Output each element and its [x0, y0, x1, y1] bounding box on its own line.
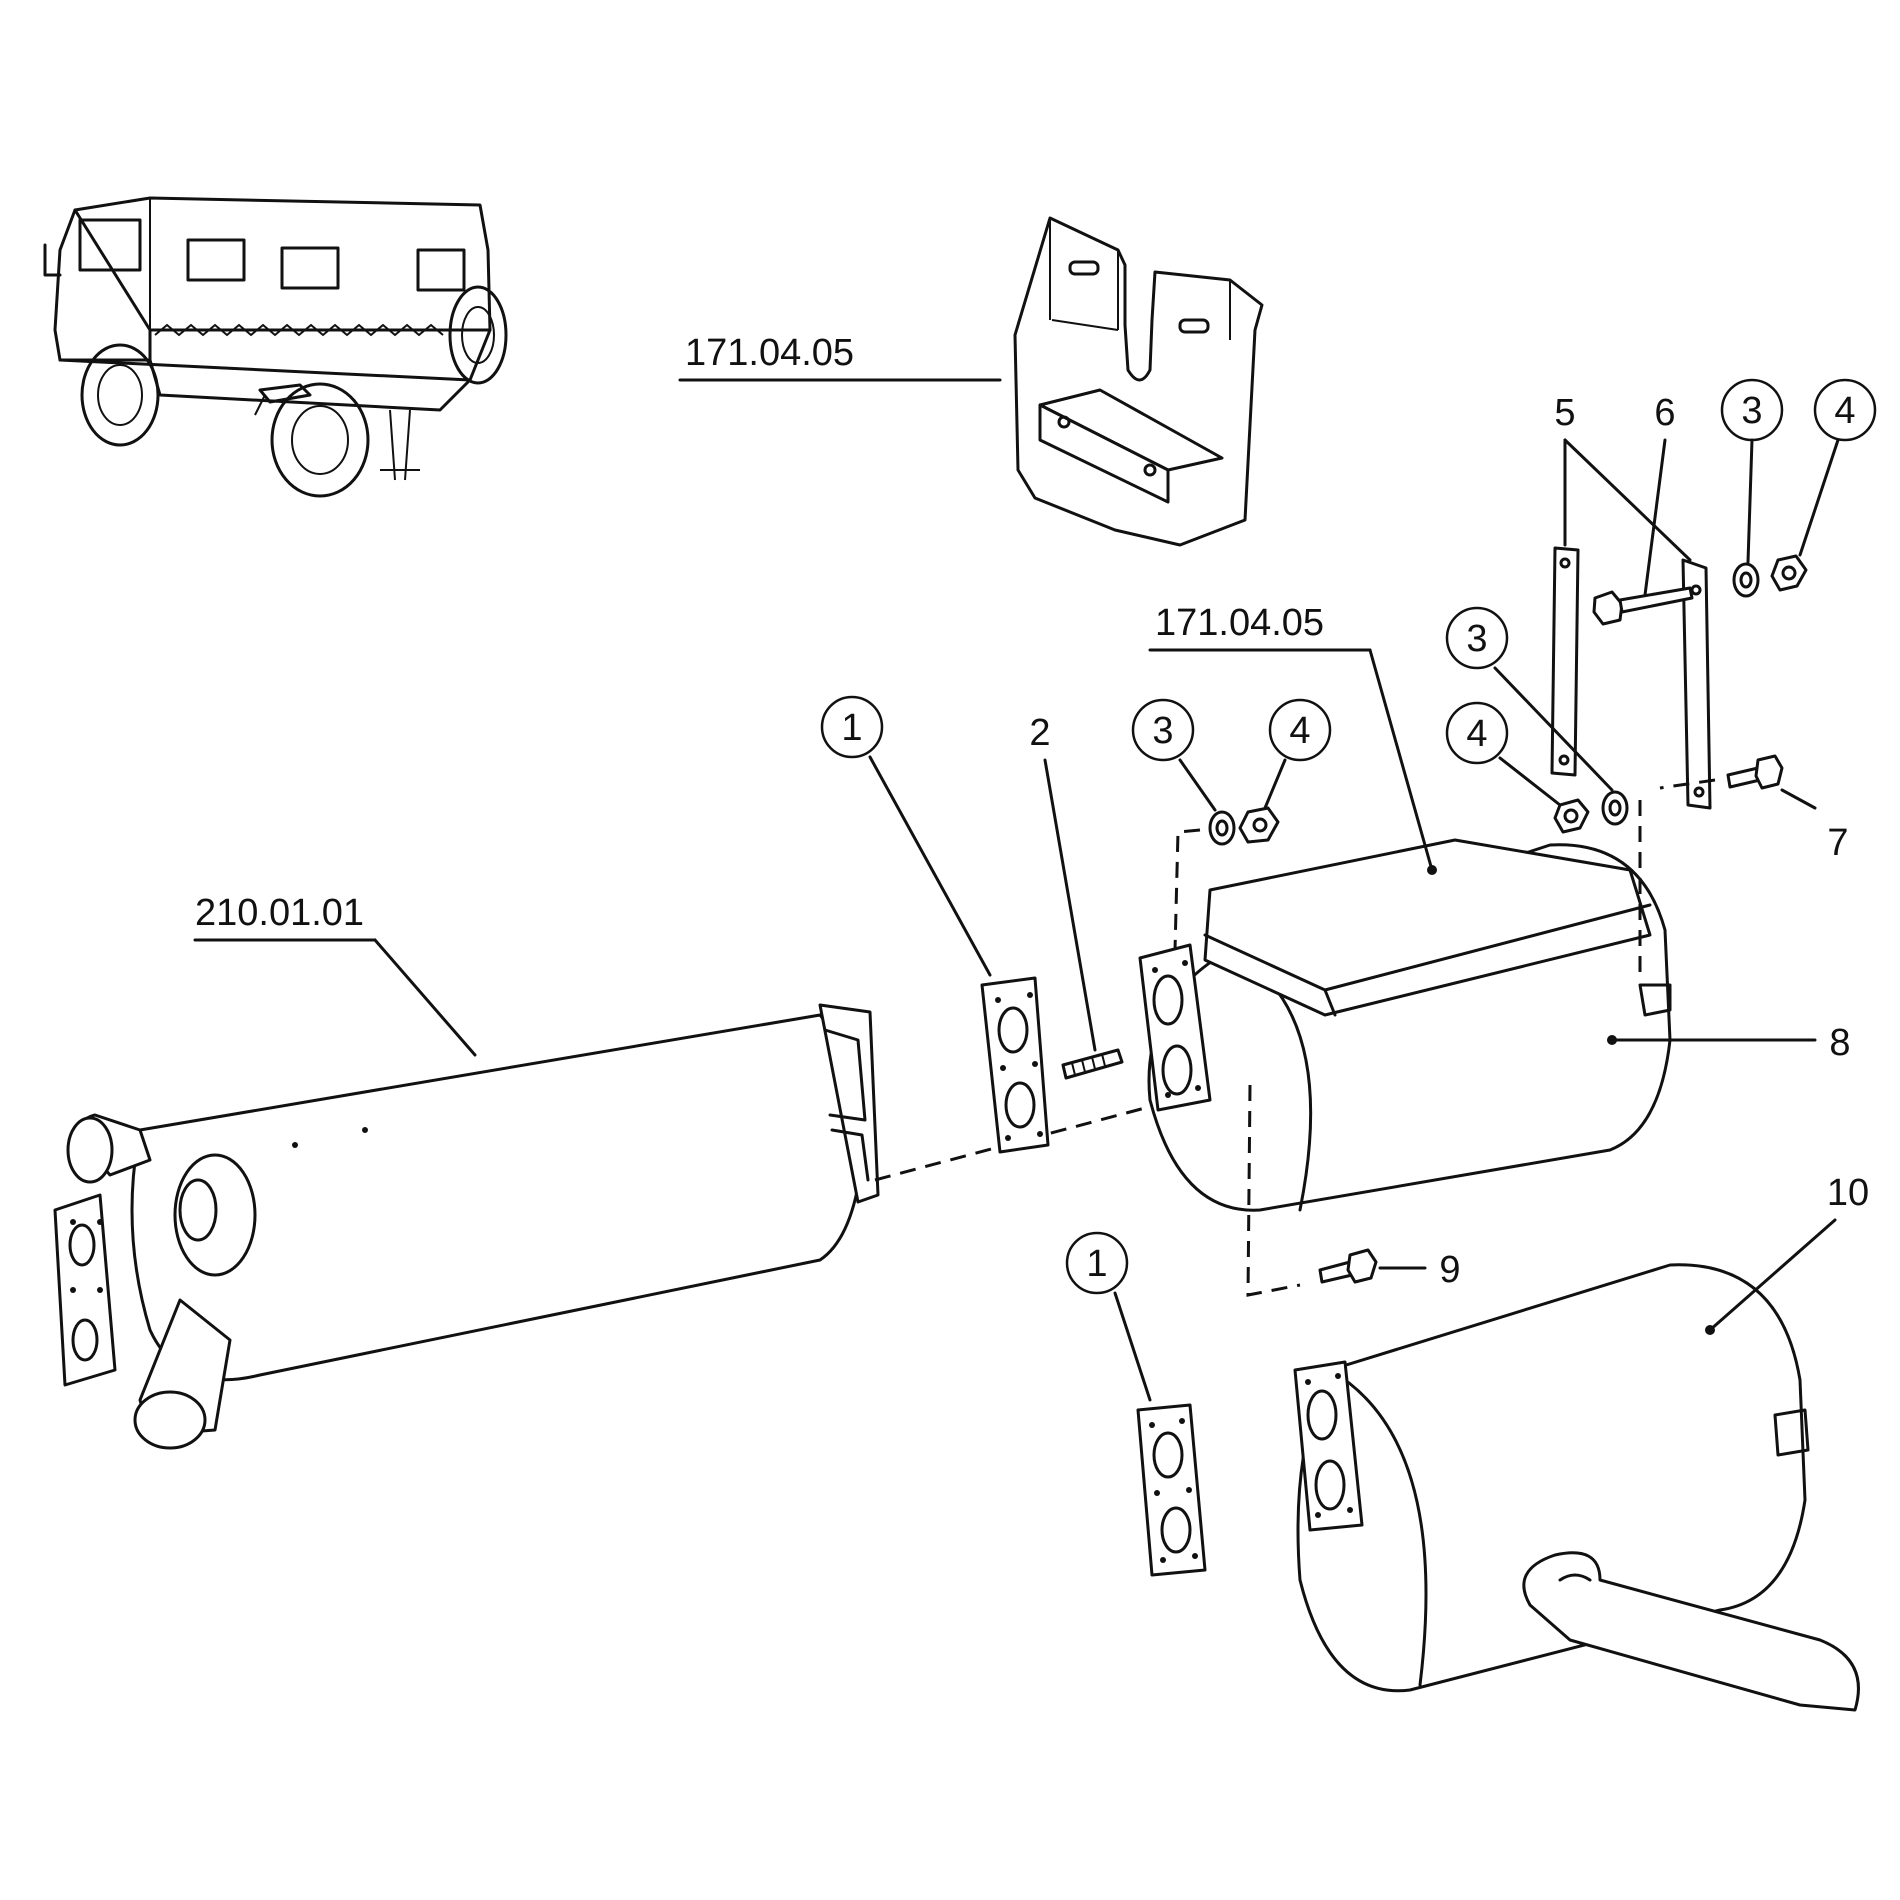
front-muffler [1138, 838, 1672, 1212]
alignment-line [1246, 1084, 1301, 1297]
callout-1-gasket: 1 [841, 707, 862, 749]
lower-washer-nut [1553, 790, 1629, 834]
hex-bolt [1592, 586, 1694, 626]
leader-line [1043, 758, 1097, 1052]
leader-line [1798, 438, 1840, 557]
flange-gasket [1136, 1403, 1207, 1577]
leader-line [1493, 666, 1614, 792]
bracket-detail-reference: 171.04.05 [685, 332, 854, 374]
leader-line [1563, 438, 1692, 562]
washer-nut-set [1208, 806, 1280, 846]
leader-line [1498, 756, 1562, 807]
callout-circle [1813, 378, 1877, 442]
mounting-bracket-detail [1013, 216, 1264, 547]
rear-muffler [1293, 1263, 1860, 1712]
vehicle-thumbnail [43, 196, 508, 498]
leader-line [1368, 648, 1434, 872]
callout-3-washer: 3 [1466, 618, 1487, 660]
leader-line [373, 938, 477, 1057]
callout-circle [1065, 1231, 1129, 1295]
leader-line [1113, 1291, 1152, 1402]
callout-5-straps: 5 [1554, 392, 1575, 434]
callout-circle [1445, 701, 1509, 765]
leader-line [1746, 438, 1754, 564]
alignment-line [1659, 778, 1716, 790]
leader-line [1708, 1218, 1837, 1332]
flange-bolt [1726, 754, 1784, 790]
alignment-line [1173, 828, 1201, 951]
leader-line [1780, 788, 1817, 810]
hex-screw [1318, 1248, 1378, 1284]
callout-3-washer: 3 [1152, 710, 1173, 752]
callout-7-bolt: 7 [1827, 822, 1848, 864]
stud-bolt [1061, 1048, 1124, 1080]
callout-4-nut: 4 [1466, 713, 1487, 755]
leader-line [1643, 438, 1667, 597]
bracket-main-reference: 171.04.05 [1155, 602, 1324, 644]
callout-9-screw: 9 [1439, 1249, 1460, 1291]
callout-4-nut: 4 [1834, 390, 1855, 432]
callout-circle [1268, 698, 1332, 762]
callout-3-washer: 3 [1741, 390, 1762, 432]
callout-circle [1131, 698, 1195, 762]
exhaust-manifold [53, 1003, 880, 1450]
leader-line [868, 755, 992, 977]
manifold-reference: 210.01.01 [195, 892, 364, 934]
callout-4-nut: 4 [1289, 710, 1310, 752]
callout-8-muffler: 8 [1829, 1022, 1850, 1064]
callout-6-bolt: 6 [1654, 392, 1675, 434]
flange-gasket [980, 976, 1050, 1154]
callout-1-gasket: 1 [1086, 1243, 1107, 1285]
leader-line [1263, 758, 1287, 810]
mounting-straps [1550, 546, 1712, 810]
callout-2-stud: 2 [1029, 712, 1050, 754]
callout-circle [1445, 606, 1509, 670]
callout-10-muffler: 10 [1827, 1172, 1869, 1214]
callout-circle [820, 695, 884, 759]
upper-washer-nut [1732, 554, 1808, 598]
leader-line [1178, 758, 1217, 812]
